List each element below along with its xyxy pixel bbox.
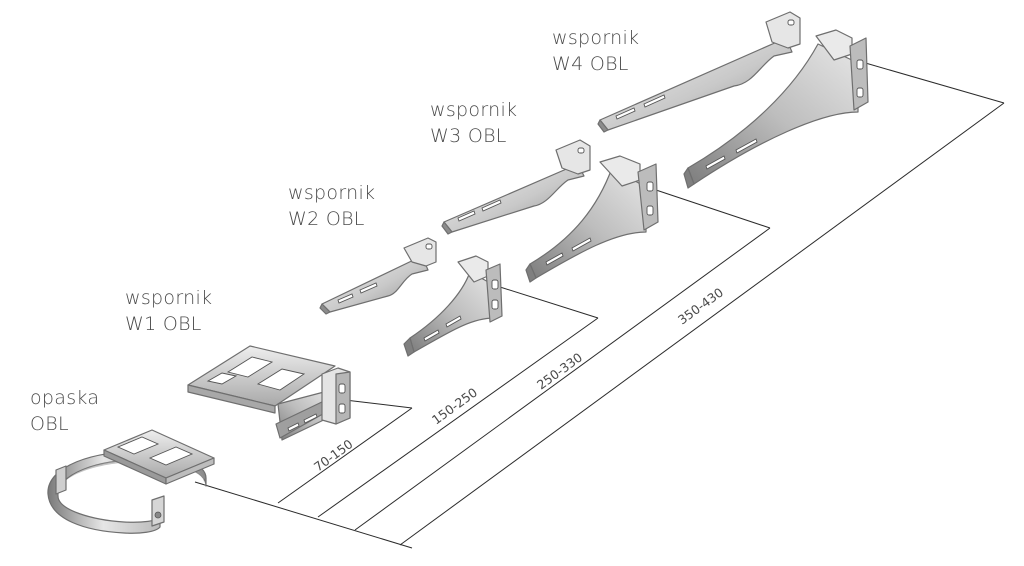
dim-line-w1-ref (344, 399, 413, 409)
label-w4-line1: wspornik (552, 27, 640, 49)
dim-line-base (194, 481, 413, 549)
label-opaska-obl: opaska OBL (30, 385, 99, 437)
wspornik-w4-obl (597, 11, 869, 189)
dim-line-w2-ref (499, 286, 599, 319)
label-w3-line2: W3 OBL (430, 125, 507, 147)
wspornik-w2-obl (319, 237, 503, 357)
label-w1-line2: W1 OBL (125, 313, 202, 335)
dim-line-w1 (277, 407, 413, 504)
wspornik-w3-obl (441, 139, 659, 283)
dim-line-w4 (399, 102, 1005, 546)
dim-label-w3: 250-330 (534, 350, 585, 393)
label-wspornik-w1: wspornik W1 OBL (125, 285, 212, 337)
dim-line-w3 (354, 227, 771, 531)
label-w3-line1: wspornik (430, 99, 518, 121)
dimension-lines (194, 61, 1005, 549)
label-w4-line2: W4 OBL (552, 53, 629, 75)
wspornik-w1-obl (187, 345, 351, 441)
dim-line-w3-ref (649, 187, 771, 229)
label-opaska-line1: opaska (30, 387, 100, 409)
label-wspornik-w3: wspornik W3 OBL (430, 97, 517, 149)
label-w2-line2: W2 OBL (288, 208, 365, 230)
label-opaska-line2: OBL (30, 413, 69, 435)
dim-label-w2: 150-250 (429, 385, 480, 428)
label-wspornik-w4: wspornik W4 OBL (552, 25, 639, 77)
dim-line-w2 (317, 317, 599, 518)
opaska-obl-clamp (47, 429, 215, 534)
dim-line-w4-ref (861, 61, 1005, 104)
label-w1-line1: wspornik (125, 287, 213, 309)
label-wspornik-w2: wspornik W2 OBL (288, 180, 375, 232)
dim-label-w1: 70-150 (311, 436, 356, 474)
label-w2-line1: wspornik (288, 182, 376, 204)
dimension-labels: 70-150 150-250 250-330 350-430 (311, 285, 726, 475)
